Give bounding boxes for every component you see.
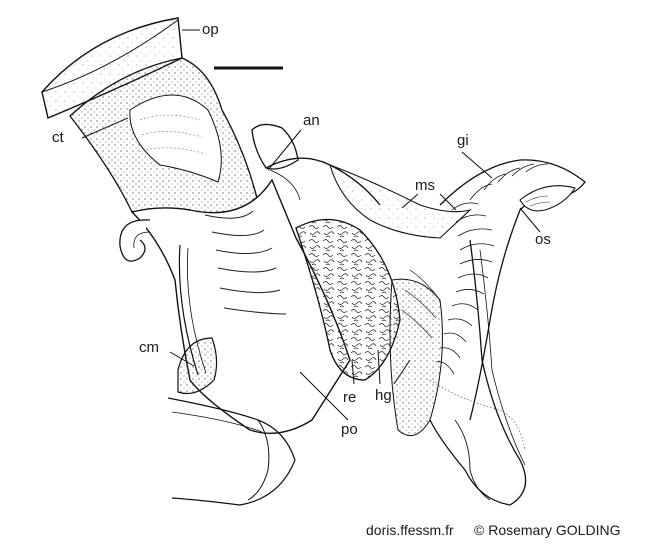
leader-ms-1 — [401, 193, 419, 209]
body-mass — [130, 178, 351, 435]
foot-base — [167, 397, 296, 506]
label-os: os — [535, 231, 551, 248]
hypobranchial-gland — [389, 278, 443, 437]
rectum — [295, 218, 401, 381]
label-po: po — [341, 421, 358, 438]
label-ct: ct — [52, 129, 64, 146]
label-ms: ms — [415, 177, 435, 194]
leader-re — [351, 359, 355, 385]
label-op: op — [202, 21, 219, 38]
leader-ct — [81, 117, 129, 139]
cephalic-tentacle — [119, 219, 151, 262]
label-cm: cm — [139, 339, 159, 356]
label-gi: gi — [457, 132, 469, 149]
leader-an — [267, 129, 302, 171]
columellar-muscle — [177, 337, 218, 395]
credit-author: © Rosemary GOLDING — [474, 522, 621, 538]
leader-po — [299, 371, 349, 421]
leader-hg-1 — [377, 349, 381, 385]
leader-lines — [81, 29, 541, 421]
label-hg: hg — [375, 387, 392, 404]
leader-os — [519, 207, 541, 233]
mantle-cavity-tail — [429, 239, 527, 506]
osphradium — [519, 185, 576, 212]
leader-hg-2 — [393, 359, 411, 385]
label-an: an — [303, 112, 320, 129]
leader-cm — [169, 351, 195, 367]
leader-ms-2 — [439, 193, 457, 211]
foot-column — [69, 57, 263, 251]
credit-site: doris.ffessm.fr — [366, 522, 454, 538]
leader-gi — [461, 151, 493, 179]
mantle-skirt — [329, 164, 472, 239]
label-re: re — [343, 389, 357, 406]
